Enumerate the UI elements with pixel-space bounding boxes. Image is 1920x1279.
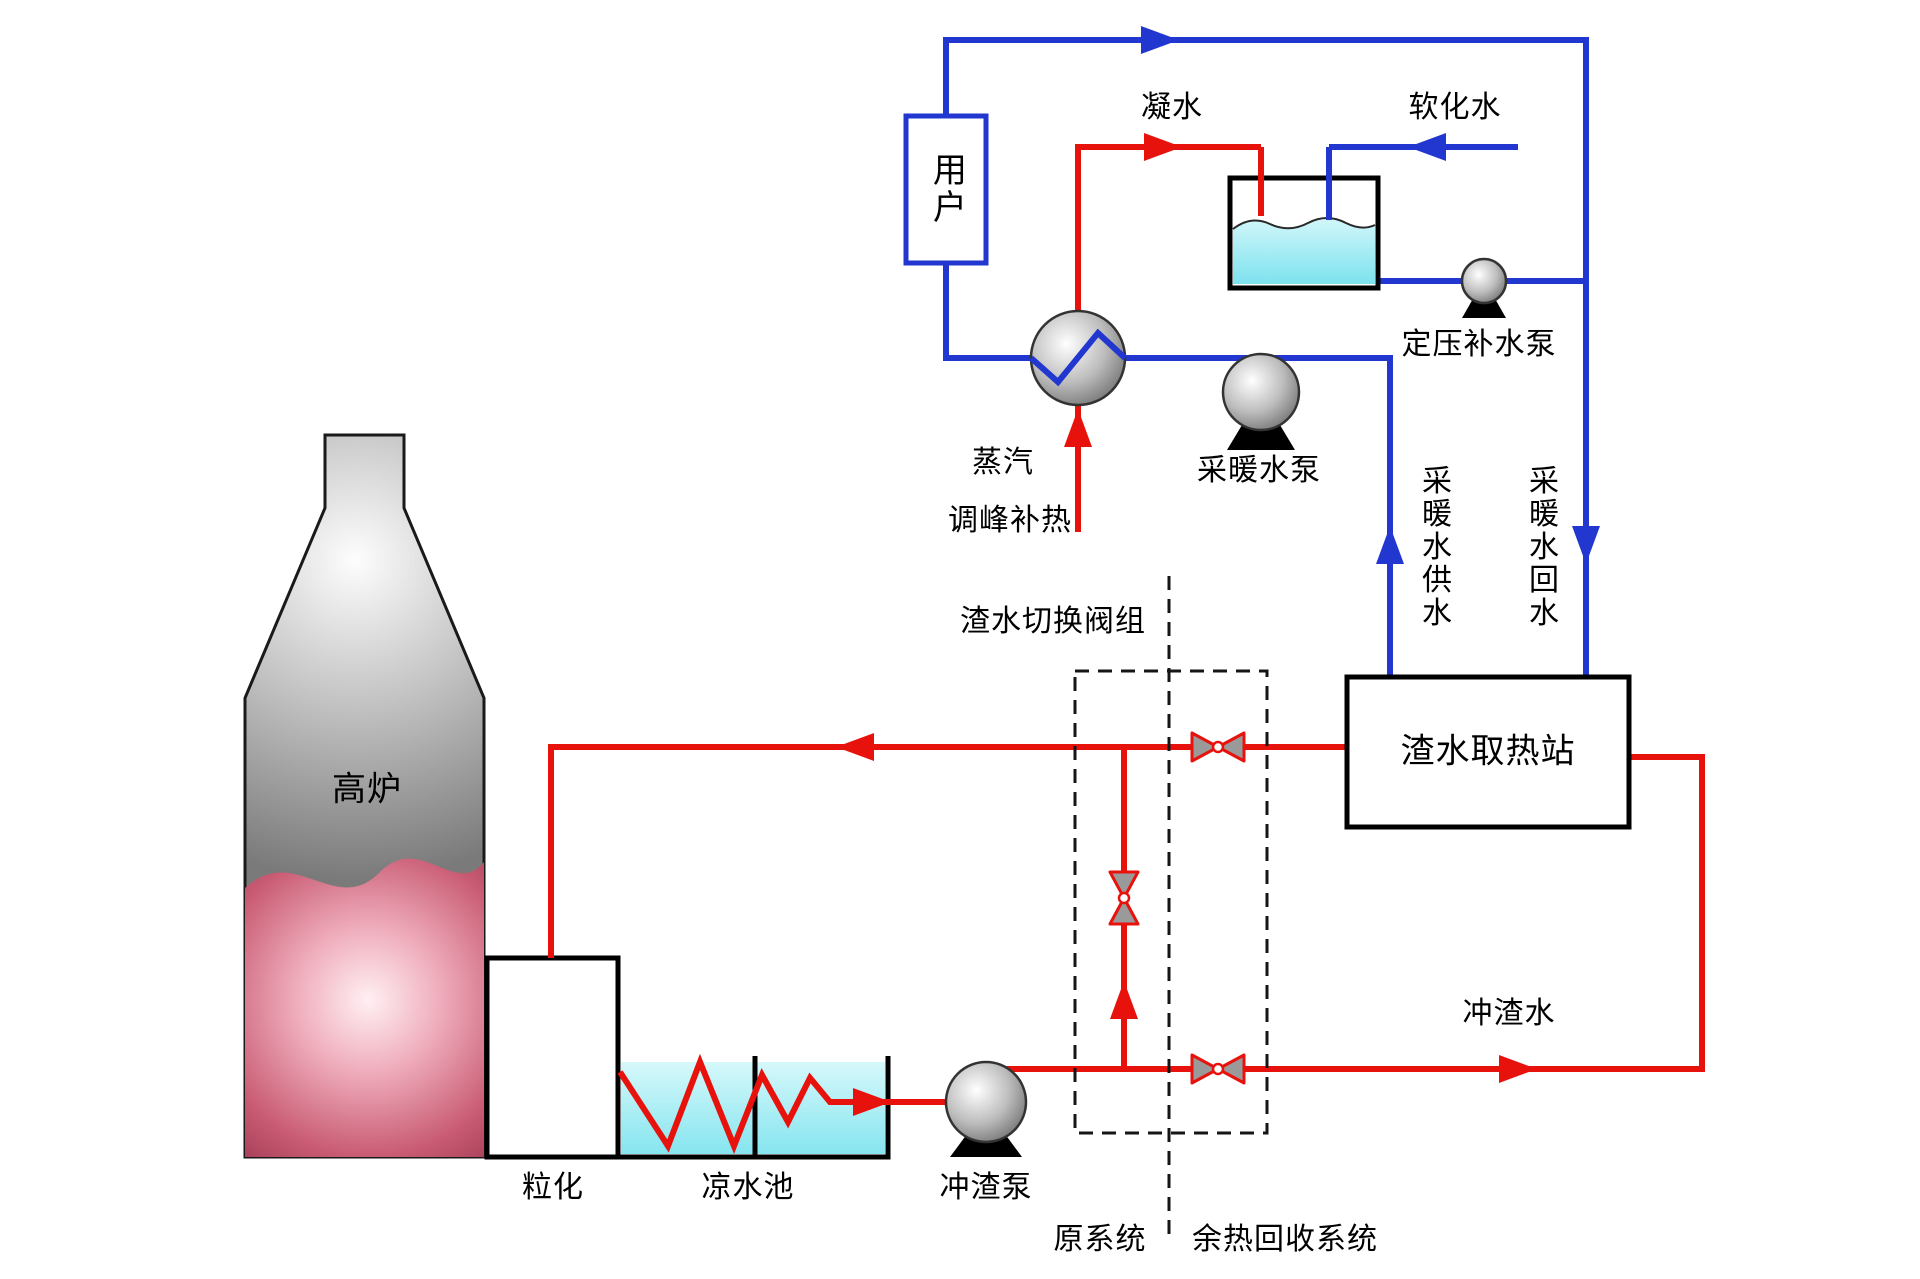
arrow-supply-up	[1376, 526, 1404, 564]
granulation-box	[484, 955, 621, 1160]
arrow-bypass-up	[1110, 981, 1138, 1019]
tank-water	[1233, 218, 1375, 284]
pipe-station-to-granulation	[548, 744, 1347, 958]
valve-lower-line	[1190, 1053, 1246, 1085]
user-box	[903, 113, 989, 266]
arrow-return-down	[1572, 526, 1600, 564]
heating-water-pump	[1221, 352, 1301, 450]
pipe-exchanger-to-user	[943, 263, 1033, 361]
pipe-supply-riser	[1123, 355, 1393, 677]
blast-furnace	[243, 433, 486, 1159]
arrow-steam-up	[1064, 409, 1092, 447]
furnace-melt	[245, 858, 484, 1157]
arrow-pool-to-pump	[853, 1088, 891, 1116]
valve-upper-line	[1190, 731, 1246, 763]
pressure-makeup-pump	[1460, 257, 1508, 318]
arrow-softened-water	[1408, 133, 1446, 161]
pipe-return-loop	[943, 37, 1589, 677]
makeup-water-tank	[1227, 147, 1381, 291]
pipe-pool-zigzag	[617, 1053, 950, 1155]
arrow-to-granulation	[836, 733, 874, 761]
valve-bypass	[1108, 870, 1140, 926]
pipe-condensate	[1075, 144, 1261, 313]
arrow-condensate	[1144, 133, 1182, 161]
arrow-return-top	[1141, 26, 1179, 54]
slag-flushing-pump	[944, 1060, 1028, 1157]
tank-border	[1227, 175, 1381, 291]
slag-water-pipes	[548, 144, 1705, 1155]
tank-water-surface	[1232, 217, 1376, 230]
exchanger-coil	[1029, 328, 1128, 387]
cooling-pool	[615, 1056, 891, 1160]
valve-group-box	[1073, 669, 1269, 1135]
heat-station-box	[1344, 674, 1632, 830]
pipe-pump-to-station	[986, 754, 1705, 1072]
flow-arrows	[836, 26, 1600, 1116]
arrow-slag-water	[1499, 1055, 1537, 1083]
heat-exchanger	[1029, 309, 1128, 407]
